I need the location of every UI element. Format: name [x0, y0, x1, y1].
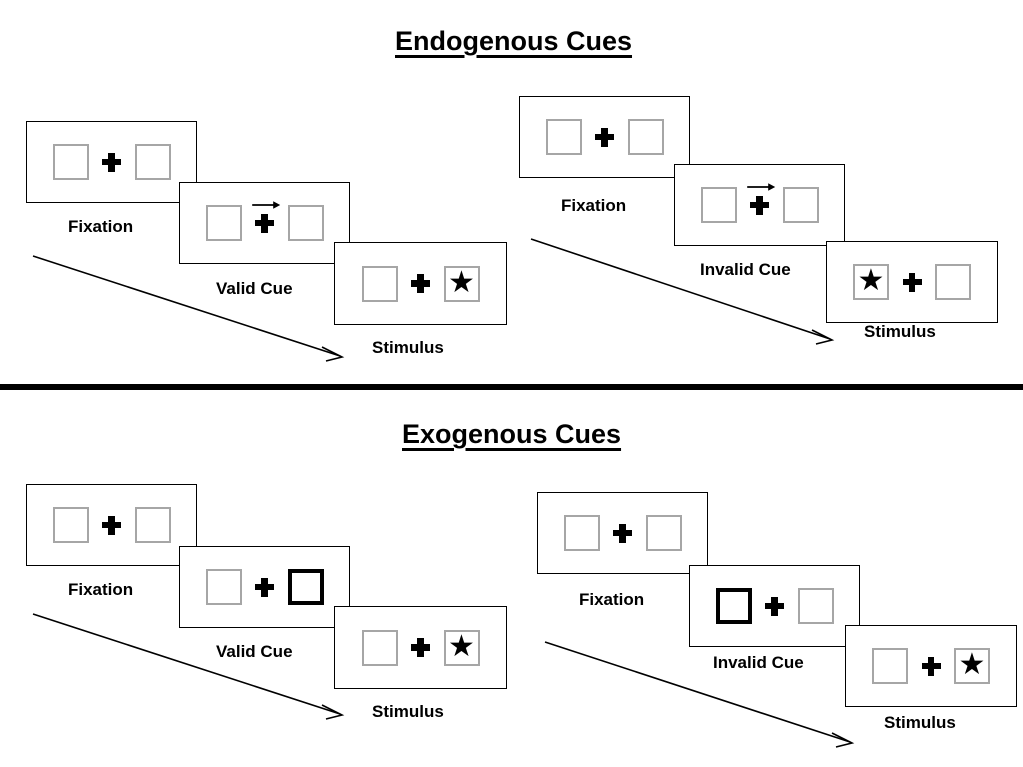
right-placeholder-square — [134, 507, 171, 543]
fixation-cross-icon — [595, 127, 614, 147]
panel-endogenous-valid-fixation — [26, 121, 197, 203]
right-placeholder-square — [935, 264, 971, 300]
panel-exogenous-valid-stimulus: ★ — [334, 606, 507, 689]
fixation-cross-wrap — [600, 523, 646, 543]
fixation-cross-wrap — [398, 274, 444, 293]
panel-content — [563, 515, 682, 551]
right-placeholder-square — [782, 187, 819, 223]
panel-content: ★ — [872, 648, 990, 684]
section-divider — [0, 384, 1023, 390]
time-arrow-exogenous-invalid — [544, 641, 855, 748]
fixation-cross-wrap — [89, 515, 135, 535]
left-placeholder-square — [361, 265, 398, 302]
left-cued-square — [715, 588, 752, 624]
panel-label-exogenous-invalid-fixation: Fixation — [579, 590, 645, 609]
fixation-cross-icon — [613, 523, 632, 543]
fixation-cross-wrap — [582, 127, 628, 147]
panel-exogenous-invalid-cue — [689, 565, 860, 647]
panel-content: ★ — [853, 264, 971, 300]
panel-label-exogenous-valid-fixation: Fixation — [68, 580, 134, 599]
right-target-square: ★ — [954, 648, 990, 684]
fixation-cross-wrap — [889, 272, 935, 292]
fixation-cross-wrap — [89, 152, 135, 172]
panel-content — [52, 507, 171, 543]
fixation-cross-wrap — [242, 200, 288, 233]
arrow-right-cue-icon — [746, 182, 775, 191]
right-placeholder-square — [134, 144, 171, 180]
panel-endogenous-valid-stimulus: ★ — [334, 242, 507, 325]
panel-exogenous-invalid-fixation — [537, 492, 708, 574]
left-target-square: ★ — [853, 264, 889, 300]
panel-content — [52, 144, 171, 180]
panel-label-endogenous-invalid-cue: Invalid Cue — [700, 260, 791, 279]
panel-exogenous-invalid-stimulus: ★ — [845, 625, 1017, 707]
panel-exogenous-valid-fixation — [26, 484, 197, 566]
panel-content — [205, 569, 324, 605]
fixation-cross-icon — [255, 577, 274, 597]
fixation-cross-wrap — [737, 182, 783, 215]
fixation-cross-icon — [411, 638, 430, 657]
panel-label-endogenous-valid-fixation: Fixation — [68, 217, 134, 236]
star-stimulus-icon: ★ — [958, 648, 986, 681]
panel-endogenous-valid-cue — [179, 182, 350, 264]
fixation-cross-icon — [102, 515, 121, 535]
right-placeholder-square — [287, 205, 324, 241]
right-target-square: ★ — [443, 265, 480, 302]
fixation-cross-icon — [750, 195, 769, 215]
right-placeholder-square — [627, 119, 664, 155]
fixation-cross-wrap — [398, 638, 444, 657]
section-title-endogenous: Endogenous Cues — [395, 26, 633, 56]
right-placeholder-square — [645, 515, 682, 551]
star-stimulus-icon: ★ — [448, 265, 475, 299]
panel-endogenous-invalid-cue — [674, 164, 845, 246]
right-cued-square — [287, 569, 324, 605]
left-placeholder-square — [563, 515, 600, 551]
left-placeholder-square — [205, 569, 242, 605]
left-placeholder-square — [361, 629, 398, 666]
fixation-cross-icon — [921, 656, 941, 676]
panel-label-endogenous-valid-cue: Valid Cue — [216, 279, 293, 298]
arrow-right-cue-icon — [251, 200, 280, 209]
fixation-cross-wrap — [908, 656, 954, 676]
panel-label-exogenous-invalid-stimulus: Stimulus — [884, 713, 956, 732]
panel-label-exogenous-valid-cue: Valid Cue — [216, 642, 293, 661]
right-target-square: ★ — [443, 629, 480, 666]
panel-content: ★ — [361, 265, 480, 302]
panel-label-exogenous-valid-stimulus: Stimulus — [372, 702, 444, 721]
panel-exogenous-valid-cue — [179, 546, 350, 628]
left-placeholder-square — [700, 187, 737, 223]
panel-content — [700, 182, 819, 223]
panel-content — [545, 119, 664, 155]
fixation-cross-icon — [411, 274, 430, 293]
panel-endogenous-invalid-fixation — [519, 96, 690, 178]
left-placeholder-square — [52, 144, 89, 180]
panel-content: ★ — [361, 629, 480, 666]
panel-label-endogenous-invalid-stimulus: Stimulus — [864, 322, 936, 341]
panel-content — [205, 200, 324, 241]
panel-content — [715, 588, 834, 624]
left-placeholder-square — [872, 648, 908, 684]
fixation-cross-icon — [765, 596, 784, 616]
panel-endogenous-invalid-stimulus: ★ — [826, 241, 998, 323]
star-stimulus-icon: ★ — [448, 629, 475, 663]
left-placeholder-square — [52, 507, 89, 543]
panel-label-exogenous-invalid-cue: Invalid Cue — [713, 653, 804, 672]
left-placeholder-square — [545, 119, 582, 155]
fixation-cross-icon — [255, 213, 274, 233]
star-stimulus-icon: ★ — [857, 264, 885, 297]
section-title-exogenous: Exogenous Cues — [402, 419, 622, 449]
panel-label-endogenous-valid-stimulus: Stimulus — [372, 338, 444, 357]
fixation-cross-icon — [102, 152, 121, 172]
fixation-cross-wrap — [752, 596, 798, 616]
fixation-cross-wrap — [242, 577, 288, 597]
panel-label-endogenous-invalid-fixation: Fixation — [561, 196, 627, 215]
right-placeholder-square — [797, 588, 834, 624]
left-placeholder-square — [205, 205, 242, 241]
fixation-cross-icon — [902, 272, 922, 292]
